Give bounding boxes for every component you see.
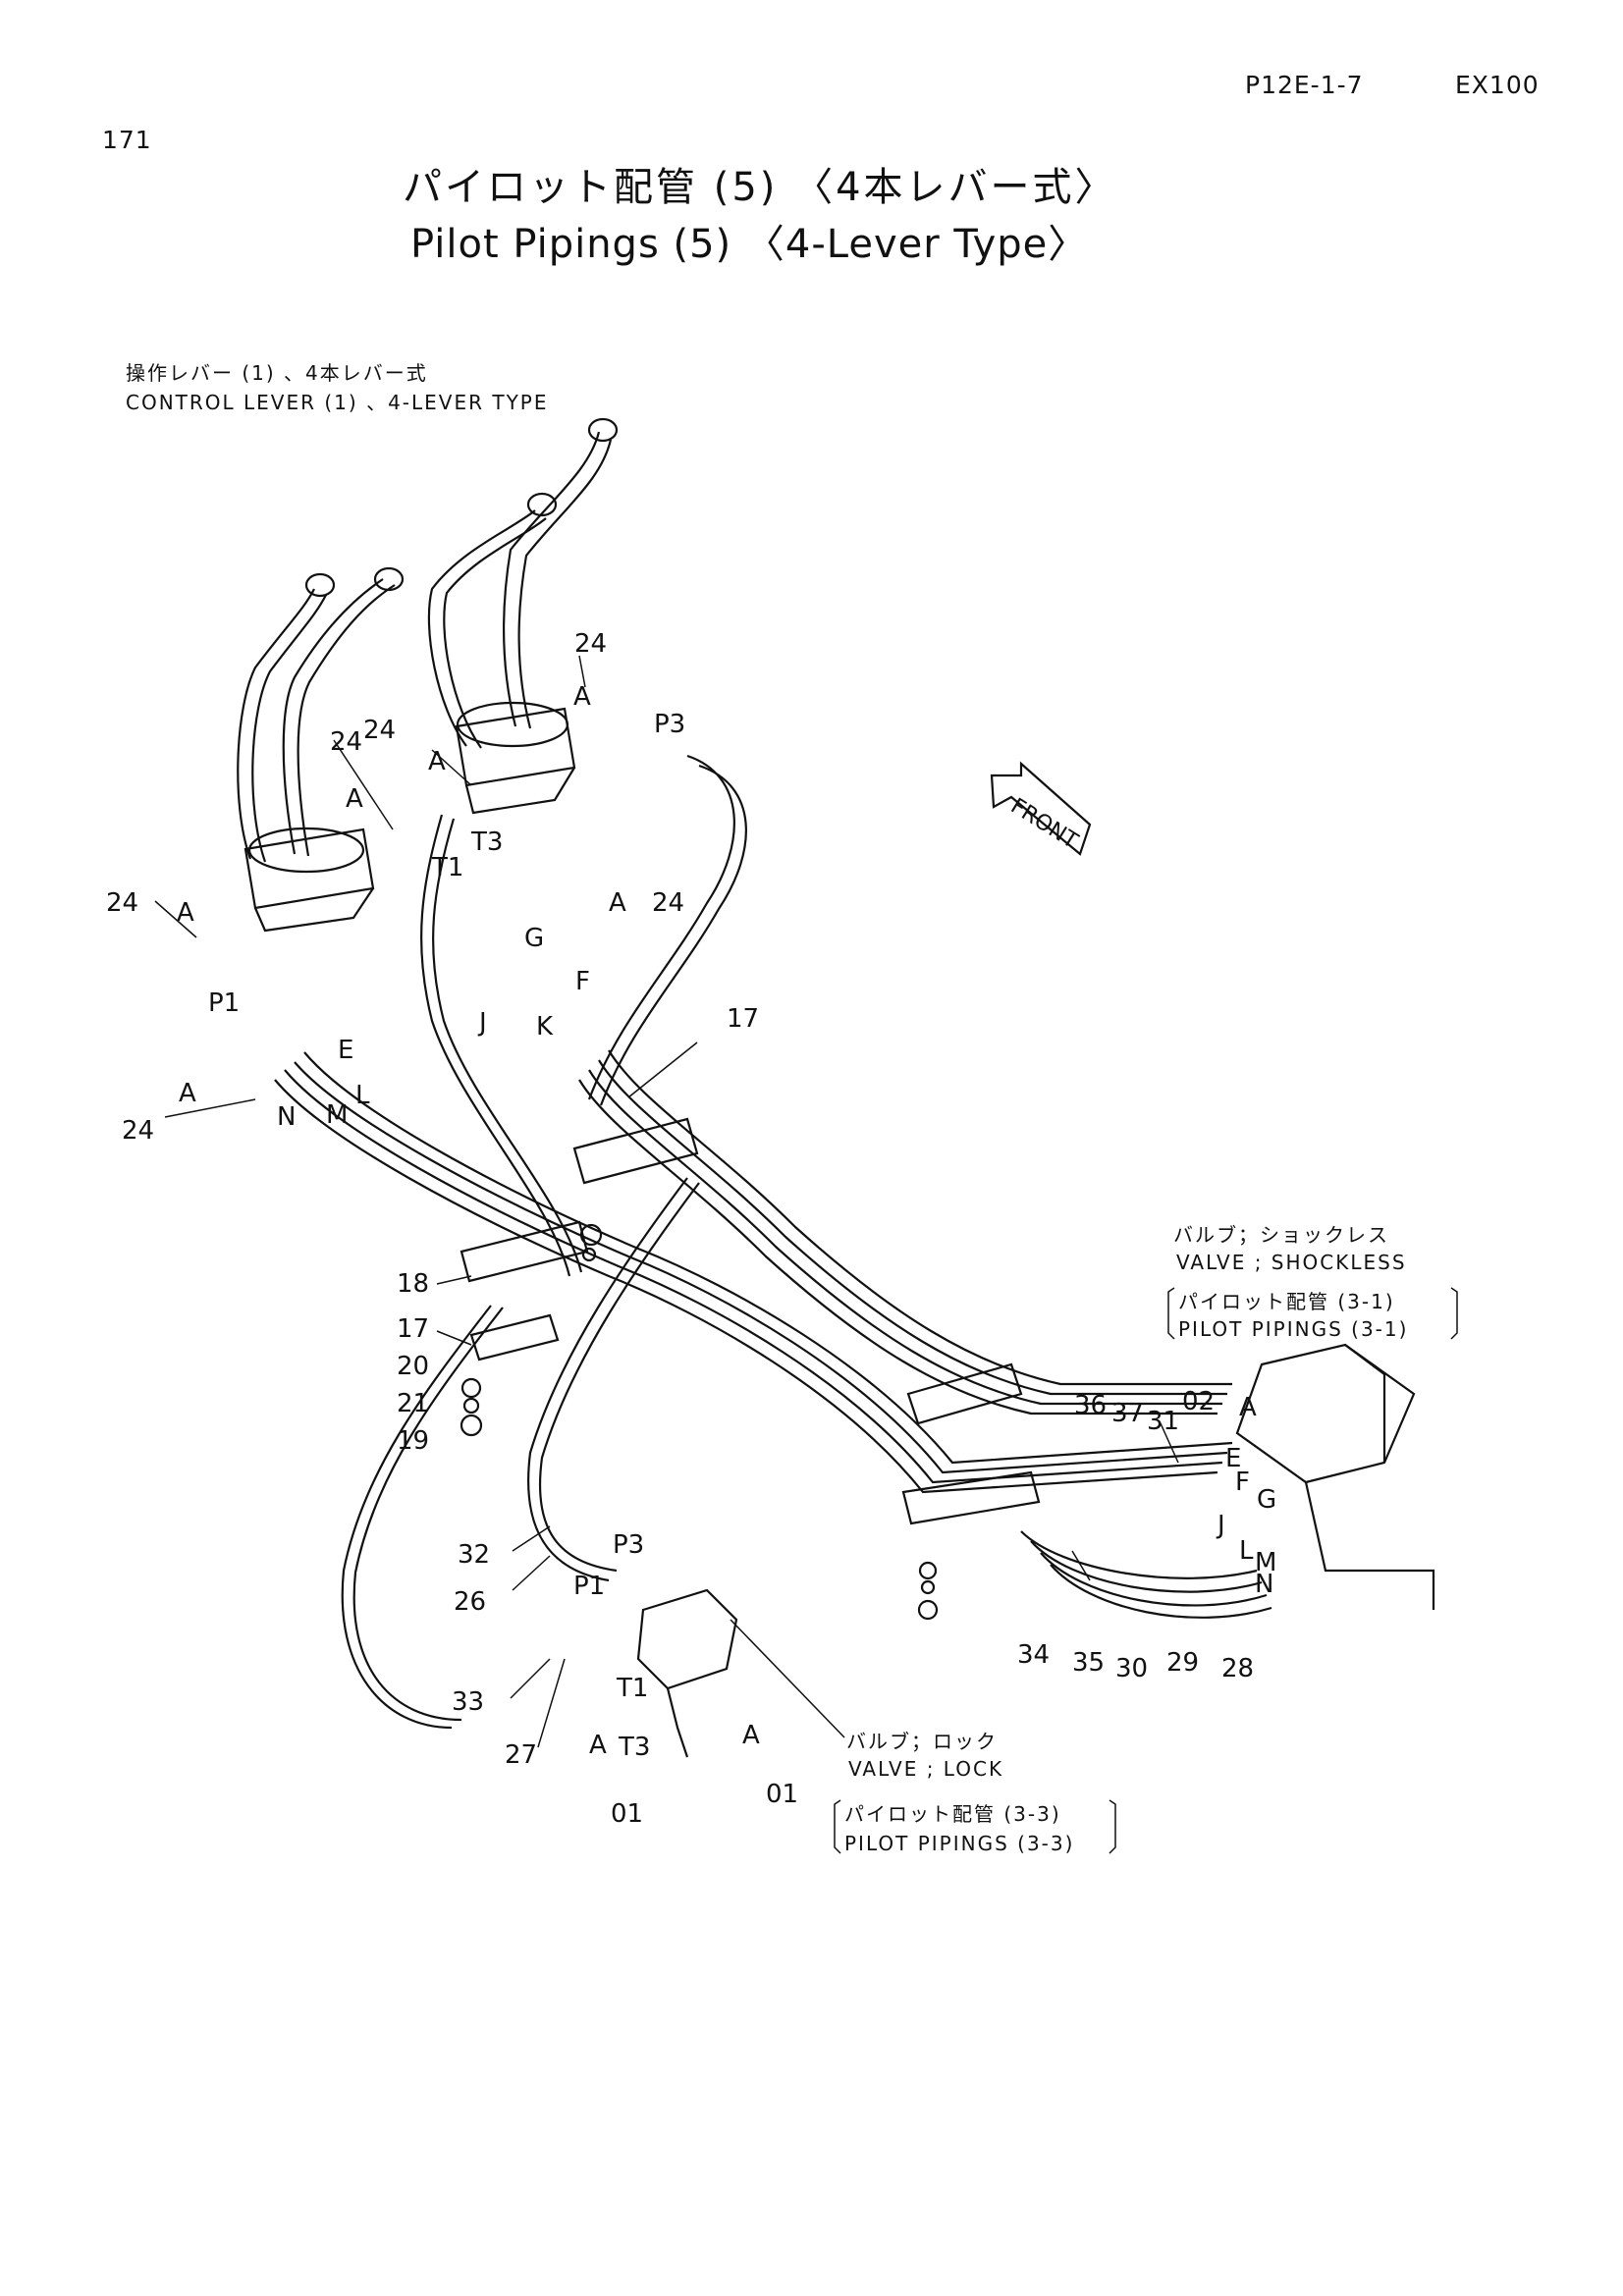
callout-24: 24: [652, 888, 684, 918]
callout-a: A: [573, 682, 591, 712]
callout-36: 36: [1074, 1391, 1107, 1420]
callout-e: E: [338, 1036, 353, 1065]
callout-f: F: [1235, 1468, 1250, 1497]
callout-26: 26: [454, 1587, 486, 1617]
callout-l: L: [1239, 1536, 1254, 1566]
callout-p1: P1: [573, 1572, 605, 1601]
callout-g: G: [1257, 1485, 1276, 1515]
control-lever-note-en: CONTROL LEVER (1) 、4-LEVER TYPE: [126, 391, 549, 414]
callout-33: 33: [452, 1687, 484, 1717]
callout-01: 01: [611, 1799, 643, 1829]
callout-j: J: [477, 1008, 487, 1038]
clamp-parts: [460, 1117, 1041, 1621]
callout-19: 19: [397, 1426, 429, 1456]
reference-brackets: [834, 1287, 1458, 1854]
callout-labels: 24 A P3 24 24 A A T3 T1 24 A P1 A 24 G F…: [106, 629, 1276, 1829]
callout-a: A: [1239, 1393, 1257, 1422]
lock-valve-jp: バルブ；ロック: [846, 1730, 998, 1753]
callout-a: A: [428, 747, 446, 776]
callout-j: J: [1216, 1511, 1225, 1540]
callout-21: 21: [397, 1389, 429, 1418]
callout-a: A: [179, 1079, 196, 1108]
callout-g: G: [524, 924, 544, 953]
lever-tubes: [237, 417, 619, 863]
callout-t3: T3: [618, 1733, 650, 1762]
model-name: EX100: [1455, 71, 1540, 99]
callout-02: 02: [1182, 1387, 1215, 1416]
shockless-ref-en: PILOT PIPINGS (3-1): [1178, 1317, 1409, 1341]
callout-t1: T1: [616, 1674, 648, 1703]
callout-t3: T3: [470, 828, 503, 857]
callout-m: M: [326, 1100, 348, 1130]
callout-24: 24: [574, 629, 607, 659]
title-english: Pilot Pipings (5) 〈4-Lever Type〉: [410, 222, 1089, 267]
control-lever-bodies: [243, 701, 576, 933]
leader-lines: [154, 655, 1179, 1748]
lock-valve-en: VALVE ; LOCK: [848, 1757, 1004, 1781]
callout-l: L: [355, 1081, 370, 1110]
front-label: FRONT: [1006, 794, 1082, 854]
front-arrow-icon: FRONT: [990, 761, 1092, 856]
callout-a: A: [742, 1721, 760, 1750]
sheet-code: P12E-1-7: [1245, 71, 1364, 99]
callout-27: 27: [505, 1740, 537, 1770]
callout-31: 31: [1147, 1407, 1179, 1436]
callout-p1: P1: [208, 988, 240, 1018]
page-number: 171: [102, 126, 152, 154]
lock-valve: [636, 1588, 738, 1758]
callout-24: 24: [106, 888, 138, 918]
callout-p3: P3: [654, 710, 685, 739]
control-lever-note-jp: 操作レバー (1) 、4本レバー式: [126, 361, 428, 385]
callout-28: 28: [1221, 1654, 1254, 1683]
callout-24: 24: [330, 727, 362, 757]
callout-a: A: [589, 1731, 607, 1760]
title-japanese: パイロット配管 (5) 〈4本レバー式〉: [403, 165, 1117, 210]
lock-ref-en: PILOT PIPINGS (3-3): [844, 1832, 1075, 1855]
callout-17: 17: [397, 1314, 429, 1344]
callout-e: E: [1225, 1444, 1241, 1473]
callout-18: 18: [397, 1269, 429, 1299]
callout-f: F: [575, 967, 590, 996]
shockless-valve-block: [1235, 1343, 1435, 1610]
callout-n: N: [1255, 1570, 1273, 1599]
callout-20: 20: [397, 1352, 429, 1381]
callout-29: 29: [1166, 1648, 1199, 1678]
callout-a: A: [346, 784, 363, 814]
callout-32: 32: [458, 1540, 490, 1570]
pipe-bundle: [274, 754, 1272, 1730]
callout-a: A: [177, 898, 194, 928]
callout-24: 24: [122, 1116, 154, 1146]
callout-a: A: [609, 888, 626, 918]
callout-01: 01: [766, 1780, 798, 1809]
callout-17: 17: [727, 1004, 759, 1034]
callout-35: 35: [1072, 1648, 1105, 1678]
callout-34: 34: [1017, 1640, 1050, 1670]
callout-30: 30: [1115, 1654, 1148, 1683]
shockless-valve-jp: バルブ；ショックレス: [1173, 1223, 1389, 1247]
callout-24: 24: [363, 716, 396, 745]
callout-p3: P3: [613, 1530, 644, 1560]
lock-ref-jp: パイロット配管 (3-3): [844, 1802, 1061, 1826]
callout-n: N: [277, 1102, 296, 1132]
shockless-valve-en: VALVE ; SHOCKLESS: [1176, 1251, 1407, 1274]
shockless-ref-jp: パイロット配管 (3-1): [1178, 1290, 1395, 1313]
callout-37: 37: [1111, 1399, 1144, 1428]
callout-m: M: [1255, 1548, 1276, 1577]
callout-t1: T1: [431, 853, 463, 882]
callout-k: K: [536, 1012, 554, 1041]
